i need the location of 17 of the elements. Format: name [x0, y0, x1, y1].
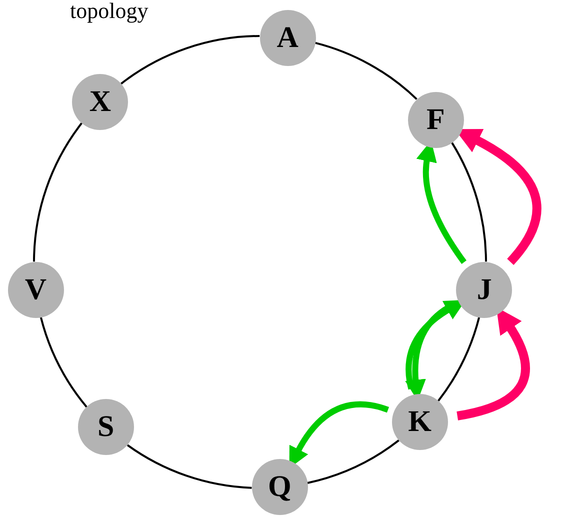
node-label: X	[89, 87, 112, 118]
node-label: S	[98, 412, 114, 442]
node-label: Q	[268, 472, 292, 502]
ring-link	[33, 122, 82, 262]
ring-link	[307, 440, 400, 484]
title: topology	[70, 0, 148, 22]
ring-link	[40, 316, 88, 408]
ring-link	[126, 444, 252, 489]
node-label: J	[476, 274, 492, 305]
ring-link	[120, 35, 260, 84]
ring-link	[314, 42, 418, 100]
node-label: F	[426, 104, 445, 135]
node-label: V	[24, 274, 46, 305]
ring-link	[438, 316, 480, 402]
node-label: A	[276, 22, 298, 53]
ring-link	[450, 142, 487, 262]
node-label: K	[408, 406, 432, 437]
